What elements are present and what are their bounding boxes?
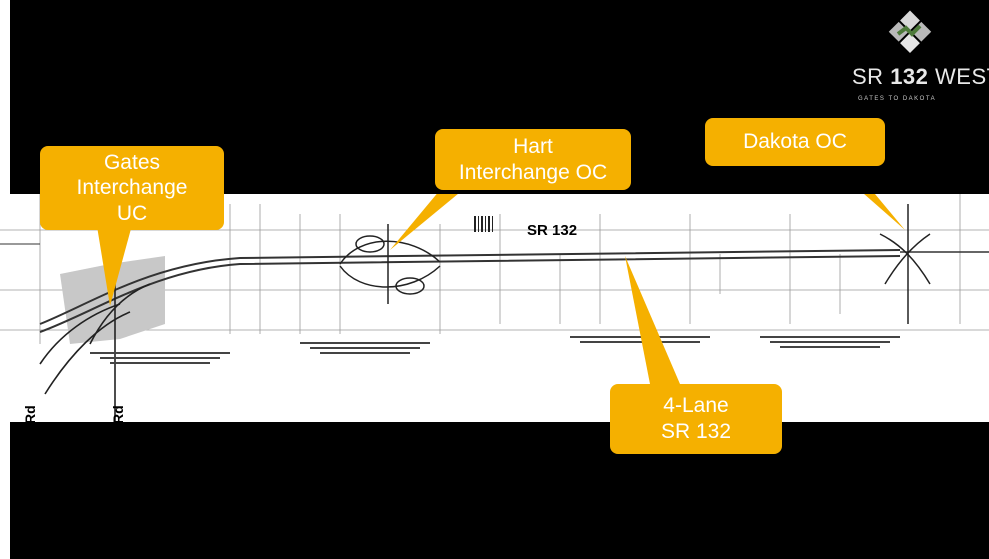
hart-interchange <box>339 224 441 304</box>
callout-pointers <box>95 194 905 384</box>
bottom-black-band <box>10 422 989 559</box>
logo-subtitle: GATES TO DAKOTA <box>858 96 937 102</box>
corridor-map: SR 132 <box>0 194 989 422</box>
sr132-west-logo: SR 132 WEST GATES TO DAKOTA <box>840 10 989 110</box>
callout-hart-interchange: Hart Interchange OC <box>435 129 631 190</box>
road-label-left: Rd <box>22 405 38 424</box>
callout-dakota-oc: Dakota OC <box>705 118 885 166</box>
title-block-icon <box>474 216 493 232</box>
callout-four-lane: 4-Lane SR 132 <box>610 384 782 454</box>
logo-mark-icon <box>888 10 932 53</box>
callout-gates-interchange: Gates Interchange UC <box>40 146 224 230</box>
sheet-notes <box>90 336 900 364</box>
road-label-gates: Rd <box>110 405 126 424</box>
corridor-map-drawing <box>0 194 989 422</box>
sr132-road-label: SR 132 <box>527 222 578 239</box>
logo-title: SR 132 WEST <box>852 64 989 89</box>
sr132-highway <box>0 243 989 333</box>
dakota-interchange <box>879 204 931 324</box>
